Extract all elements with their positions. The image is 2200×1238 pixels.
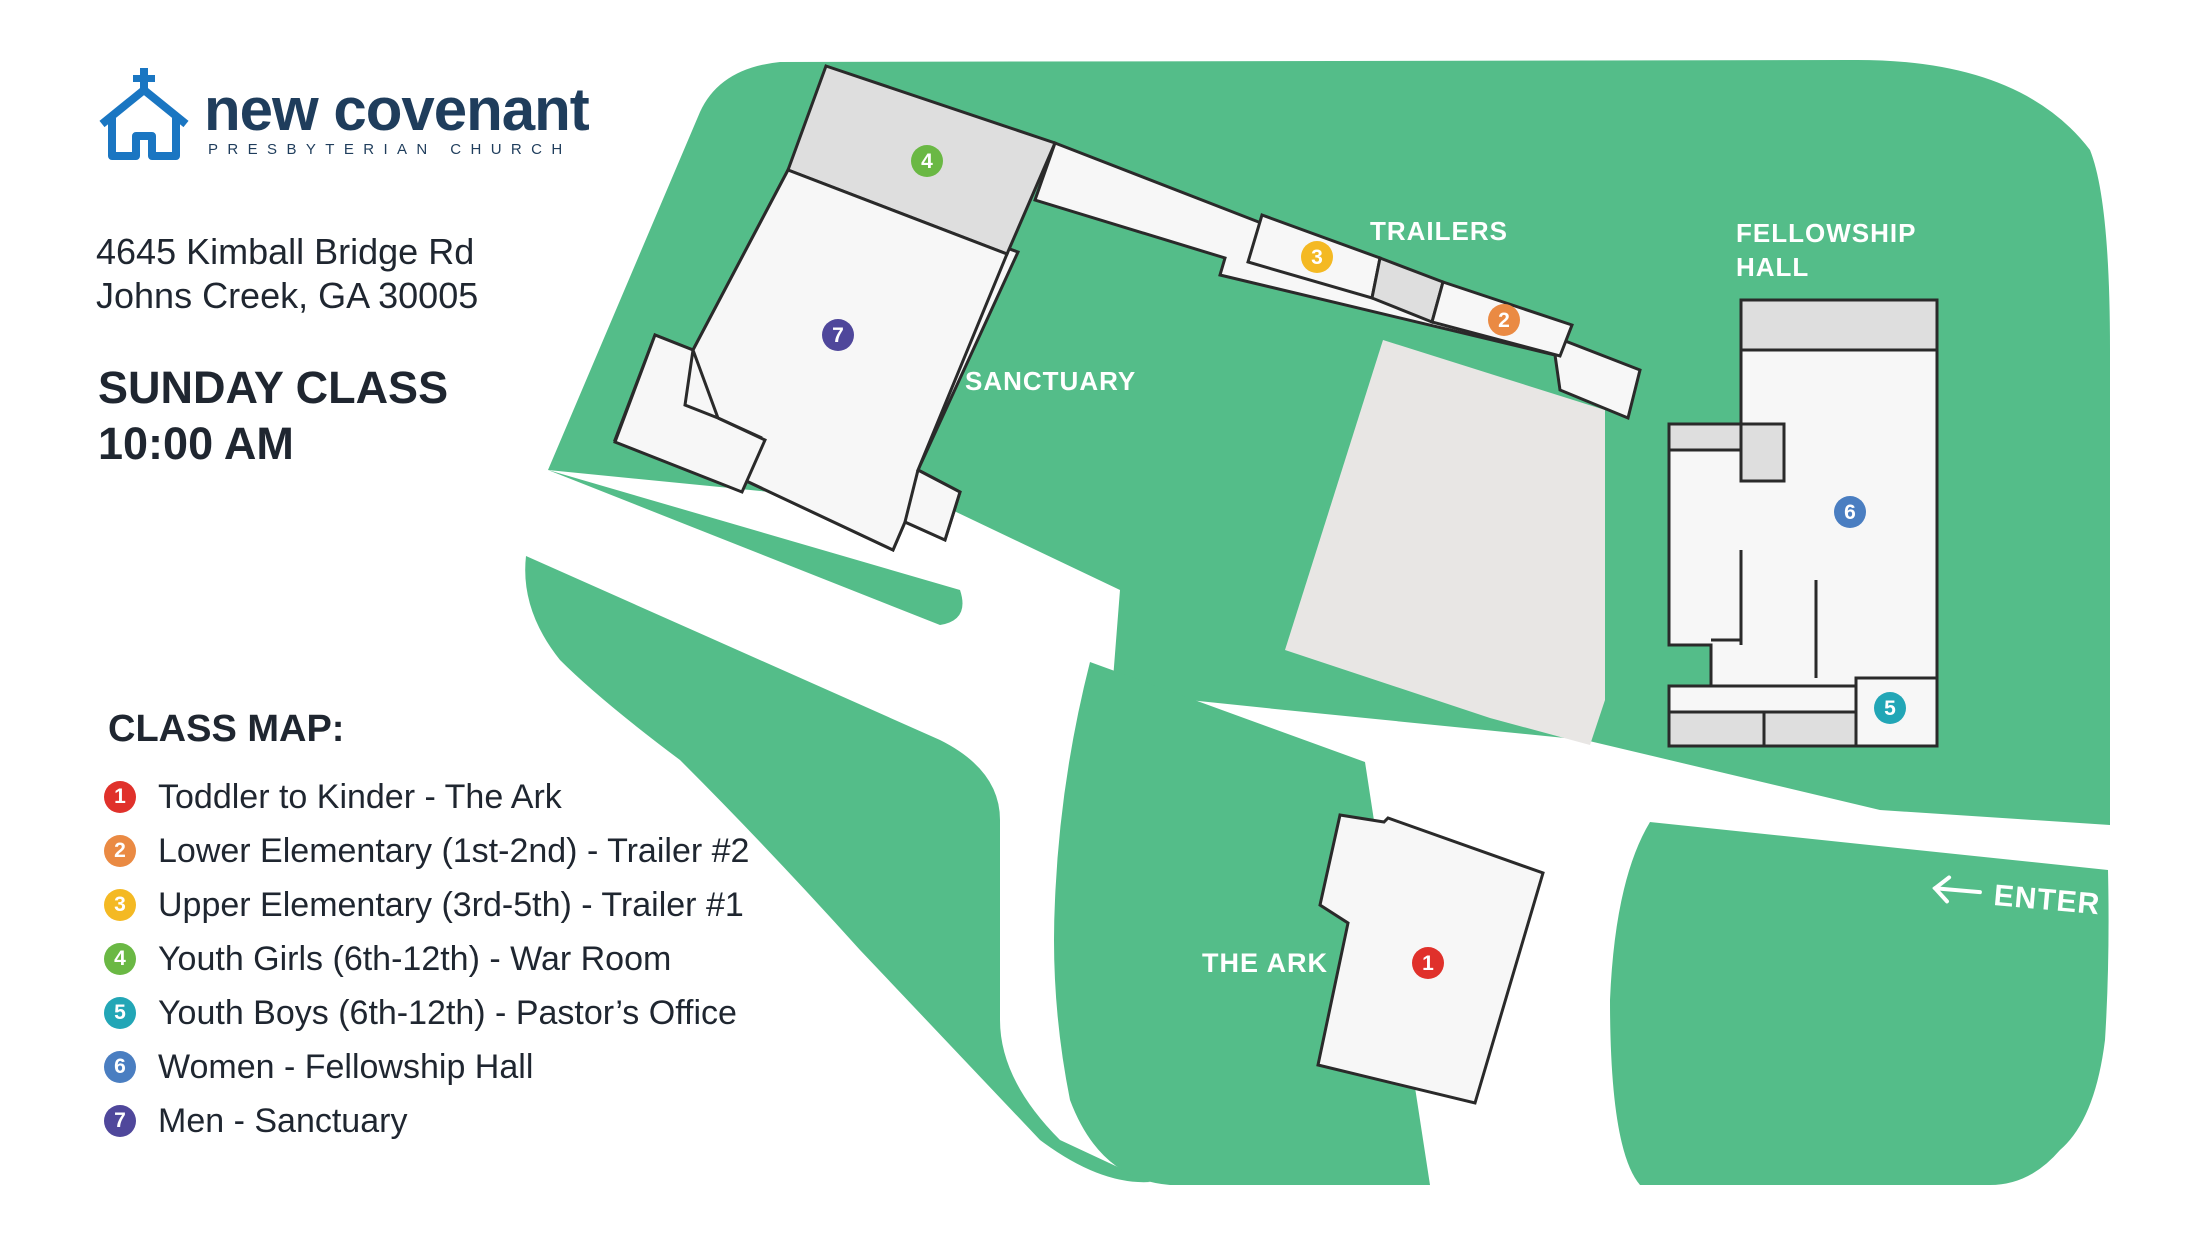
legend-label: Women - Fellowship Hall <box>158 1047 534 1086</box>
fellowship-rooms-b <box>1762 710 1858 748</box>
fellowship-label-line1: FELLOWSHIP <box>1736 218 1916 248</box>
trailers-label: TRAILERS <box>1370 216 1508 246</box>
marker-6-number: 6 <box>1844 501 1856 524</box>
legend-label: Youth Girls (6th-12th) - War Room <box>158 939 672 978</box>
marker-6[interactable]: 6 <box>1834 496 1866 528</box>
grass-south-strip <box>548 470 963 625</box>
marker-3-number: 3 <box>1311 246 1323 269</box>
marker-1[interactable]: 1 <box>1412 947 1444 979</box>
legend-marker: 4 <box>104 943 136 975</box>
fellowship-label-line2: HALL <box>1736 252 1809 282</box>
marker-7-number: 7 <box>832 324 844 347</box>
legend-item[interactable]: 1 Toddler to Kinder - The Ark <box>104 770 749 824</box>
church-logo[interactable]: new covenant PRESBYTERIAN CHURCH <box>96 66 616 170</box>
sanctuary-label: SANCTUARY <box>965 366 1136 396</box>
marker-3-circle <box>1301 241 1333 273</box>
legend-item[interactable]: 3 Upper Elementary (3rd-5th) - Trailer #… <box>104 878 749 932</box>
class-legend: 1 Toddler to Kinder - The Ark 2 Lower El… <box>104 770 749 1148</box>
legend-marker: 1 <box>104 781 136 813</box>
marker-7[interactable]: 7 <box>822 319 854 351</box>
marker-4-circle <box>911 145 943 177</box>
legend-label: Lower Elementary (1st-2nd) - Trailer #2 <box>158 831 750 870</box>
marker-7-circle <box>822 319 854 351</box>
the-ark-label: THE ARK <box>1202 948 1328 978</box>
legend-marker: 5 <box>104 997 136 1029</box>
map-labels: TRAILERS FELLOWSHIP HALL SANCTUARY THE A… <box>965 216 2102 978</box>
legend-marker: 7 <box>104 1105 136 1137</box>
marker-5[interactable]: 5 <box>1874 692 1906 724</box>
marker-1-circle <box>1412 947 1444 979</box>
legend-item[interactable]: 5 Youth Boys (6th-12th) - Pastor’s Offic… <box>104 986 749 1040</box>
church-subtitle: PRESBYTERIAN CHURCH <box>208 141 572 158</box>
address-line-2: Johns Creek, GA 30005 <box>96 275 479 316</box>
legend-item[interactable]: 4 Youth Girls (6th-12th) - War Room <box>104 932 749 986</box>
legend-label: Men - Sanctuary <box>158 1101 408 1140</box>
legend-item[interactable]: 7 Men - Sanctuary <box>104 1094 749 1148</box>
left-arrow-icon <box>1932 875 1982 904</box>
class-map-title: CLASS MAP: <box>108 708 345 750</box>
service-time: SUNDAY CLASS 10:00 AM <box>98 360 448 472</box>
church-house-icon <box>99 68 189 160</box>
address-line-1: 4645 Kimball Bridge Rd <box>96 231 475 272</box>
church-address: 4645 Kimball Bridge Rd Johns Creek, GA 3… <box>96 230 478 318</box>
fellowship-stage <box>1739 298 1939 352</box>
grass-west <box>525 556 1150 1183</box>
marker-2-circle <box>1488 304 1520 336</box>
divider-b <box>903 469 920 523</box>
fellowship-storage <box>1739 422 1786 483</box>
fellowship-side-room <box>1667 422 1743 452</box>
service-line-1: SUNDAY CLASS <box>98 362 449 413</box>
legend-marker: 6 <box>104 1051 136 1083</box>
grass-east <box>1610 822 2109 1185</box>
marker-1-number: 1 <box>1422 952 1434 975</box>
legend-marker: 3 <box>104 889 136 921</box>
church-name: new covenant <box>204 76 590 143</box>
fellowship-rooms-a <box>1667 710 1766 748</box>
fellowship-hall-building <box>1667 298 1939 748</box>
marker-4-number: 4 <box>921 150 933 173</box>
legend-label: Upper Elementary (3rd-5th) - Trailer #1 <box>158 885 744 924</box>
marker-5-number: 5 <box>1884 697 1896 720</box>
marker-3[interactable]: 3 <box>1301 241 1333 273</box>
legend-item[interactable]: 6 Women - Fellowship Hall <box>104 1040 749 1094</box>
legend-marker: 2 <box>104 835 136 867</box>
parking-lot <box>1285 340 1605 745</box>
sanctuary-main <box>691 168 1009 553</box>
legend-label: Toddler to Kinder - The Ark <box>158 777 562 816</box>
marker-6-circle <box>1834 496 1866 528</box>
legend-label: Youth Boys (6th-12th) - Pastor’s Office <box>158 993 737 1032</box>
divider-a <box>717 416 763 440</box>
marker-2[interactable]: 2 <box>1488 304 1520 336</box>
legend-item[interactable]: 2 Lower Elementary (1st-2nd) - Trailer #… <box>104 824 749 878</box>
marker-4[interactable]: 4 <box>911 145 943 177</box>
marker-2-number: 2 <box>1498 309 1510 332</box>
service-line-2: 10:00 AM <box>98 418 294 469</box>
room-markers: 4 7 3 2 6 5 1 <box>822 145 1906 979</box>
sanctuary-building <box>613 64 1058 553</box>
marker-5-circle <box>1874 692 1906 724</box>
